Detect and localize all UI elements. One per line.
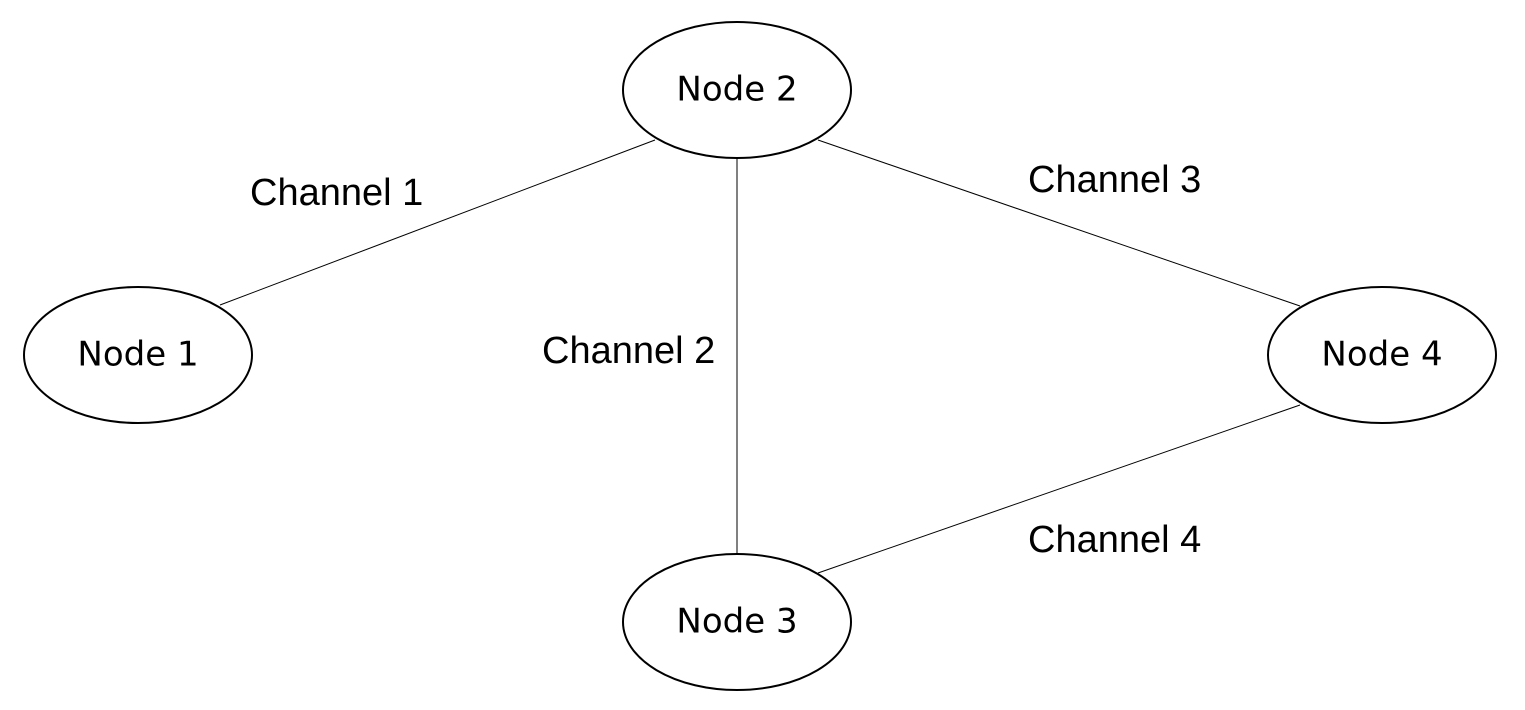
channel-4-label: Channel 4 xyxy=(1028,519,1201,561)
channel-1-label: Channel 1 xyxy=(250,172,423,214)
channel-2-label: Channel 2 xyxy=(542,330,715,372)
channel-3-edge xyxy=(817,139,1301,307)
channel-3-label: Channel 3 xyxy=(1028,159,1201,201)
node-1-ellipse xyxy=(23,286,253,424)
node-3[interactable]: Node 3 xyxy=(622,553,852,691)
node-2-ellipse xyxy=(622,21,852,159)
node-3-label: Node 3 xyxy=(676,602,797,642)
node-1-label: Node 1 xyxy=(77,335,198,375)
channel-1-edge xyxy=(219,139,656,306)
node-4[interactable]: Node 4 xyxy=(1267,286,1497,424)
node-2[interactable]: Node 2 xyxy=(622,21,852,159)
node-1[interactable]: Node 1 xyxy=(23,286,253,424)
node-4-label: Node 4 xyxy=(1321,335,1442,375)
node-2-label: Node 2 xyxy=(676,70,797,110)
node-4-ellipse xyxy=(1267,286,1497,424)
channel-4-edge xyxy=(817,404,1301,574)
node-3-ellipse xyxy=(622,553,852,691)
